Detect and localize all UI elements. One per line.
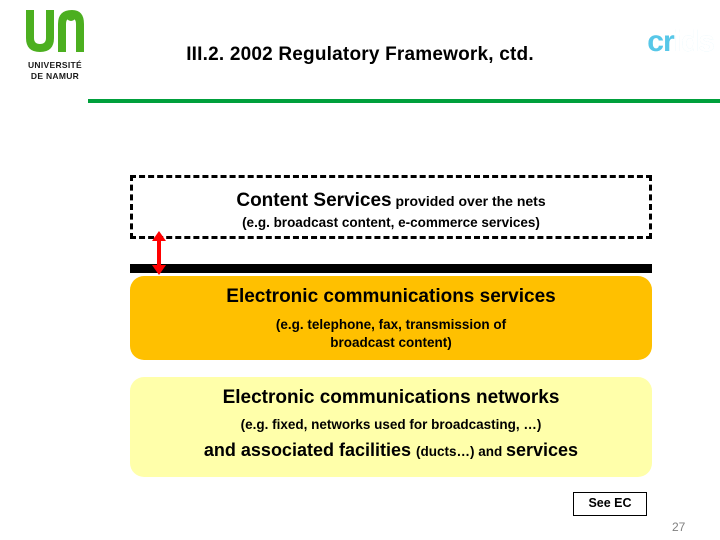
university-crest-icon <box>26 10 84 52</box>
university-logo-text: UNIVERSITÉ DE NAMUR <box>14 60 96 82</box>
double-headed-vertical-arrow-icon <box>152 231 166 275</box>
university-logo-line1: UNIVERSITÉ <box>27 60 82 70</box>
content-services-box: Content Services provided over the nets … <box>130 175 652 239</box>
crids-logo-part2: ids <box>673 25 715 58</box>
ecn-title: Electronic communications networks <box>222 387 560 408</box>
crids-logo-part1: cr <box>647 25 674 58</box>
ecs-subtitle: (e.g. telephone, fax, transmission of br… <box>130 316 652 352</box>
crids-logo: crids <box>618 22 715 66</box>
separator-bar <box>130 264 652 273</box>
header-divider <box>88 99 720 103</box>
ecn-facilities-line: and associated facilities (ducts…) and s… <box>130 440 652 461</box>
content-services-subtitle: (e.g. broadcast content, e-commerce serv… <box>242 215 540 230</box>
content-services-title-suffix: provided over the nets <box>391 193 546 209</box>
page-title: III.2. 2002 Regulatory Framework, ctd. <box>186 44 534 65</box>
ecn-line3-part3: services <box>506 440 579 460</box>
ecn-line3-part2: (ducts…) and <box>416 444 506 459</box>
electronic-communications-networks-box: Electronic communications networks (e.g.… <box>130 377 652 477</box>
content-services-title: Content Services provided over the nets <box>133 190 649 212</box>
ecs-title: Electronic communications services <box>226 286 556 307</box>
page-number: 27 <box>672 520 686 534</box>
ecs-subtitle-line2: broadcast content) <box>330 335 452 350</box>
see-ec-button[interactable]: See EC <box>573 492 647 516</box>
ecn-line3-part1: and associated facilities <box>203 440 416 460</box>
ecn-subtitle: (e.g. fixed, networks used for broadcast… <box>240 417 542 432</box>
content-services-title-main: Content Services <box>236 190 392 211</box>
university-logo-line2: DE NAMUR <box>30 71 80 81</box>
electronic-communications-services-box: Electronic communications services (e.g.… <box>130 276 652 360</box>
university-logo: UNIVERSITÉ DE NAMUR <box>14 8 96 90</box>
ecs-subtitle-line1: (e.g. telephone, fax, transmission of <box>275 317 507 332</box>
